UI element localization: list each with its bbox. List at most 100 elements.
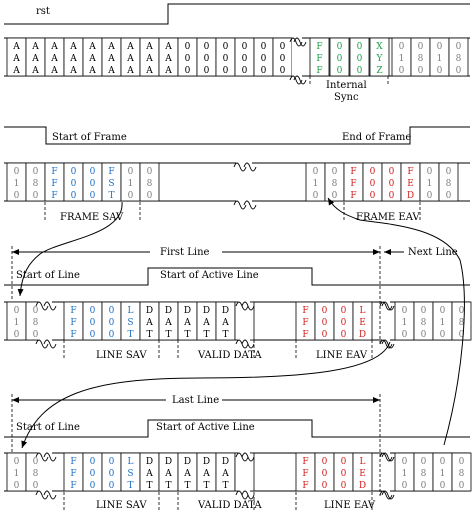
register-cell: 000 — [196, 37, 217, 77]
register-cell: 010 — [432, 452, 453, 492]
frame-sav-label: FRAME SAV — [60, 212, 124, 223]
register-cell: 000 — [234, 37, 255, 77]
register-cell: LED — [352, 452, 373, 492]
cell-char: A — [88, 66, 96, 76]
cell-char: 0 — [147, 191, 153, 201]
cell-char: T — [146, 330, 152, 340]
register-cell: 080 — [448, 37, 469, 77]
cell-char: 0 — [357, 66, 363, 76]
cell-char: A — [145, 469, 153, 479]
cell-char: 0 — [459, 457, 465, 467]
cell-char: 0 — [402, 330, 408, 340]
cell-char: F — [70, 481, 76, 491]
cell-char: A — [164, 469, 172, 479]
line-waveform-1 — [4, 267, 470, 286]
rst-waveform — [4, 3, 470, 25]
break-marker — [35, 447, 57, 500]
cell-char: 0 — [14, 191, 20, 201]
cell-char: 0 — [402, 457, 408, 467]
cell-char: A — [221, 469, 229, 479]
register-cell: FFF — [295, 301, 316, 341]
cell-char: 0 — [437, 42, 443, 52]
register-cell: FFF — [44, 162, 65, 202]
cell-char: 0 — [357, 54, 363, 64]
cell-char: F — [350, 191, 356, 201]
register-cell: 000 — [101, 301, 122, 341]
cell-char: 0 — [109, 330, 115, 340]
cell-char: A — [164, 66, 172, 76]
cell-char: D — [184, 306, 191, 316]
cell-char: D — [184, 457, 191, 467]
cell-char: 0 — [242, 54, 248, 64]
cell-char: F — [316, 54, 322, 64]
cell-char: 0 — [322, 481, 328, 491]
cell-char: L — [128, 457, 134, 467]
register-cell: DAT — [196, 452, 217, 492]
cell-box — [329, 37, 350, 77]
cell-char: 8 — [418, 54, 424, 64]
cell-char: F — [108, 167, 114, 177]
register-cell: 080 — [324, 162, 345, 202]
valid-data-label-2: VALID DATA — [197, 500, 262, 511]
cell-char: 0 — [14, 306, 20, 316]
cell-char: F — [302, 469, 308, 479]
register-cell: 080 — [410, 37, 431, 77]
cell-char: F — [316, 66, 322, 76]
frame-waveform — [4, 126, 470, 145]
cell-char: Z — [376, 66, 382, 76]
cell-char: 0 — [440, 481, 446, 491]
cell-box — [448, 37, 469, 77]
cell-char: A — [145, 54, 153, 64]
cell-char: 0 — [109, 457, 115, 467]
cell-char: 0 — [71, 167, 77, 177]
rst-label: rst — [36, 6, 50, 17]
line-eav-label-1: LINE EAV — [316, 350, 368, 361]
cell-char: S — [127, 469, 133, 479]
cell-box — [352, 452, 373, 492]
cell-char: 0 — [322, 306, 328, 316]
register-cell: AAA — [120, 37, 141, 77]
cell-char: T — [203, 481, 209, 491]
curve-frame-sav-to-line-sav — [17, 201, 123, 297]
cell-char: T — [165, 330, 171, 340]
cell-char: 0 — [446, 191, 452, 201]
cell-char: L — [128, 306, 134, 316]
cell-char: 0 — [341, 457, 347, 467]
register-cell: 080 — [438, 162, 459, 202]
cell-char: 0 — [14, 457, 20, 467]
cell-char: F — [70, 469, 76, 479]
cell-char: 0 — [33, 167, 39, 177]
cell-char: 0 — [427, 167, 433, 177]
cell-char: A — [221, 318, 229, 328]
cell-char: 0 — [421, 306, 427, 316]
register-cell: 000 — [253, 37, 274, 77]
cell-char: 0 — [280, 42, 286, 52]
cell-char: F — [70, 318, 76, 328]
cell-char: 0 — [421, 457, 427, 467]
cell-char: A — [202, 318, 210, 328]
cell-char: 0 — [322, 469, 328, 479]
cell-char: T — [184, 330, 190, 340]
line-eav-label-2: LINE EAV — [324, 500, 376, 511]
register-cell: 080 — [139, 162, 160, 202]
cell-char: A — [88, 54, 96, 64]
cell-char: 1 — [14, 179, 20, 189]
cell-char: 0 — [109, 318, 115, 328]
cell-char: 8 — [33, 179, 39, 189]
cell-char: T — [184, 481, 190, 491]
cell-char: 0 — [418, 66, 424, 76]
cell-char: 0 — [337, 42, 343, 52]
cell-char: D — [407, 191, 414, 201]
cell-char: 8 — [446, 179, 452, 189]
register-cell: 080 — [413, 301, 434, 341]
cell-char: 0 — [33, 481, 39, 491]
cell-char: 0 — [341, 330, 347, 340]
cell-char: 0 — [90, 306, 96, 316]
cell-char: 1 — [440, 469, 446, 479]
cell-char: 1 — [402, 469, 408, 479]
cell-char: A — [145, 318, 153, 328]
break-marker — [35, 296, 57, 349]
register-cell: AAA — [158, 37, 179, 77]
register-cell: 010 — [6, 162, 27, 202]
register-cell: DAT — [139, 452, 160, 492]
